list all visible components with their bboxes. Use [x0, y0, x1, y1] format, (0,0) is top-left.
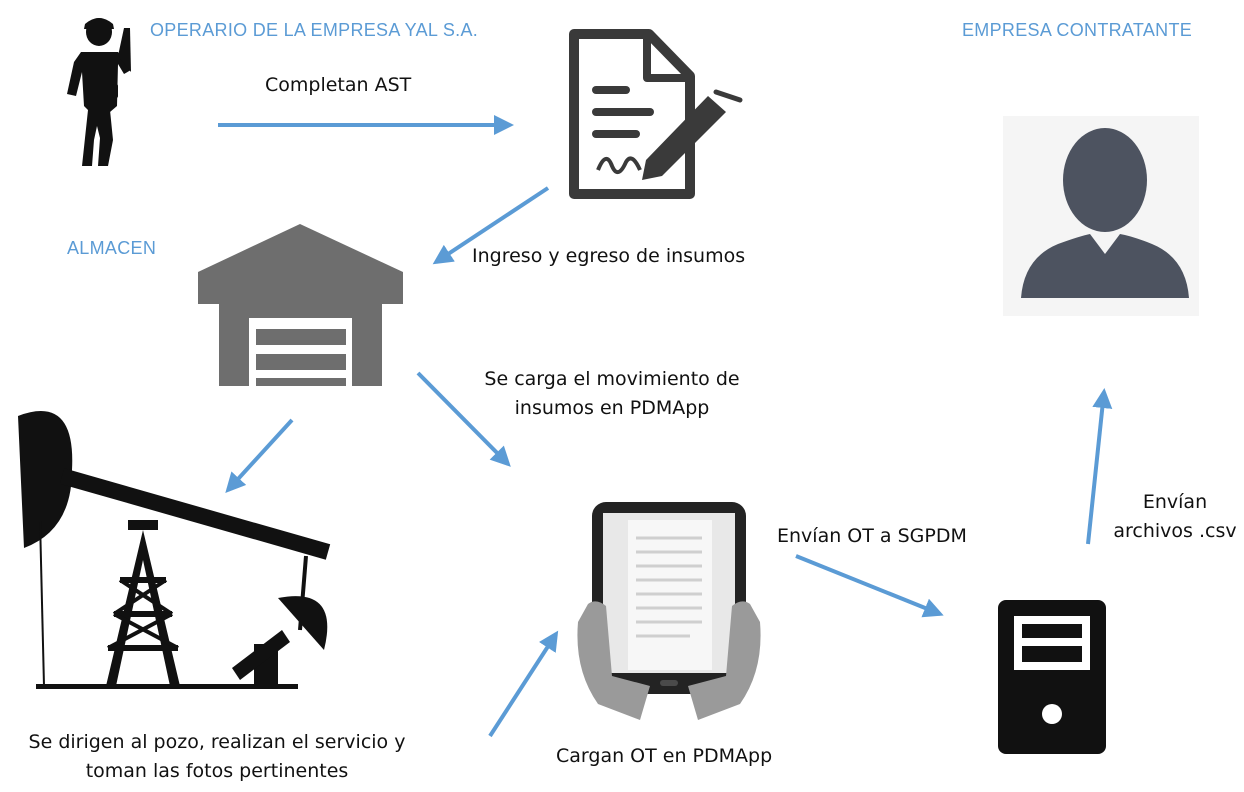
document-pen-icon [569, 29, 743, 199]
operator-label: OPERARIO DE LA EMPRESA YAL S.A. [150, 20, 479, 40]
arrow-tablet-to-server [795, 554, 944, 618]
warehouse-icon [198, 224, 403, 386]
user-avatar-icon [1003, 116, 1199, 316]
arrow-document-to-warehouse [432, 186, 550, 265]
worker-icon [67, 18, 131, 166]
oil-pump-icon [18, 411, 331, 689]
flow-arrows [218, 115, 1113, 738]
warehouse-label: ALMACEN [67, 238, 157, 258]
contractor-label: EMPRESA CONTRATANTE [962, 20, 1193, 40]
step-send-csv: Envían archivos .csv [1112, 488, 1238, 547]
step-load-movement-line-1: Se carga el movimiento de [484, 368, 740, 390]
step-send-ot: Envían OT a SGPDM [777, 525, 967, 547]
arrow-pump-to-tablet [488, 630, 559, 738]
arrow-server-to-contractor [1086, 388, 1113, 545]
arrow-warehouse-to-pump [225, 418, 294, 493]
step-load-movement: Se carga el movimiento de insumos en PDM… [452, 365, 772, 424]
step-load-ot: Cargan OT en PDMApp [556, 745, 773, 767]
step-send-csv-line-1: Envían [1142, 491, 1208, 513]
arrow-warehouse-to-tablet [416, 371, 511, 467]
step-load-movement-line-2: insumos en PDMApp [514, 397, 710, 420]
tablet-icon [577, 502, 761, 720]
step-complete-ast: Completan AST [265, 74, 412, 96]
step-send-csv-line-2: archivos .csv [1113, 520, 1237, 543]
step-go-to-well-line-2: toman las fotos pertinentes [85, 760, 349, 783]
step-go-to-well: Se dirigen al pozo, realizan el servicio… [0, 728, 434, 787]
server-icon [998, 600, 1106, 754]
step-supplies-flow: Ingreso y egreso de insumos [472, 245, 746, 267]
step-go-to-well-line-1: Se dirigen al pozo, realizan el servicio… [28, 731, 406, 753]
